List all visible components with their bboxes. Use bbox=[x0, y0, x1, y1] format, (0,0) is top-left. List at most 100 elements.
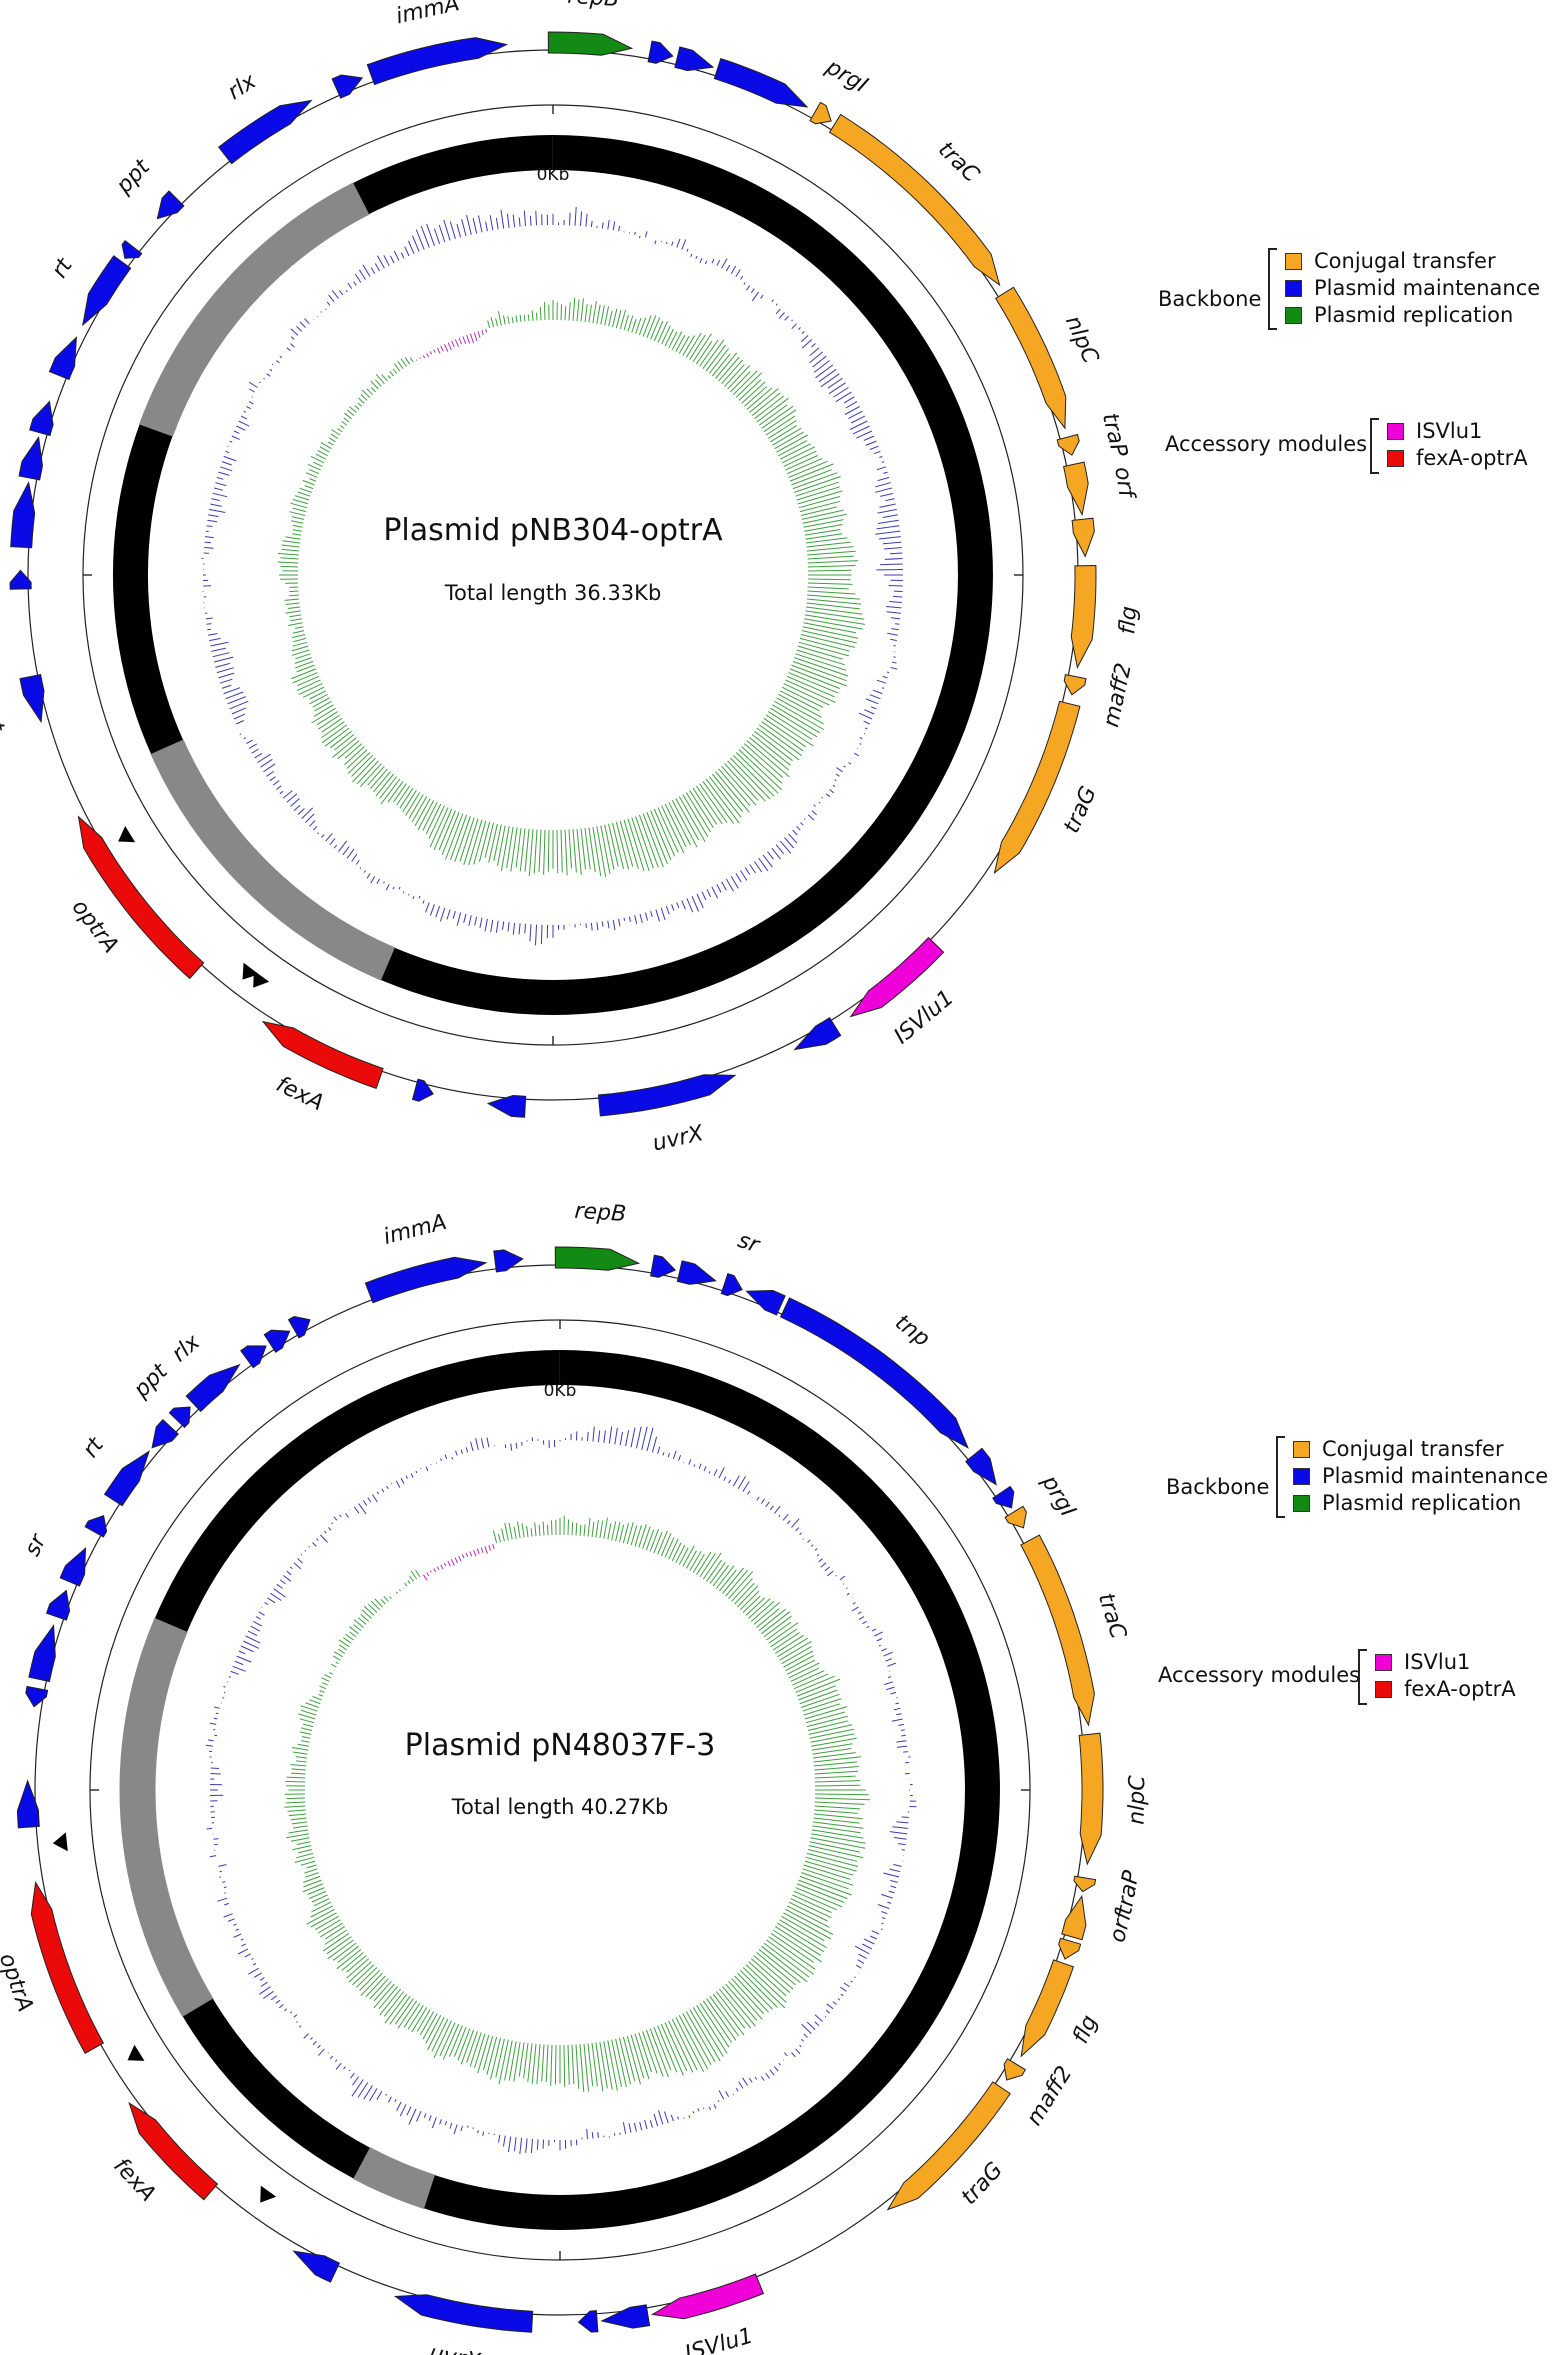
gc-skew-bar bbox=[394, 1998, 414, 2025]
gc-content-bar bbox=[213, 487, 224, 491]
gc-content-bar bbox=[697, 2108, 700, 2112]
gc-content-bar bbox=[363, 870, 366, 873]
gc-skew-bar bbox=[523, 2042, 529, 2079]
gc-content-bar bbox=[250, 1625, 261, 1632]
gc-skew-bar bbox=[291, 634, 306, 639]
gc-skew-bar bbox=[649, 2028, 669, 2078]
gc-skew-bar bbox=[361, 389, 371, 398]
swatch-conjugal bbox=[1293, 1440, 1310, 1458]
gc-content-bar bbox=[228, 1676, 231, 1678]
gc-content-bar bbox=[877, 508, 897, 514]
accessory-ring-arc bbox=[139, 182, 370, 437]
gc-content-bar bbox=[880, 1928, 883, 1931]
gc-content-bar bbox=[891, 628, 899, 631]
gc-skew-bar bbox=[811, 1833, 866, 1844]
gc-content-bar bbox=[852, 425, 870, 435]
gc-skew-bar bbox=[768, 420, 797, 439]
gc-content-bar bbox=[363, 2085, 373, 2100]
gene-label: prgI bbox=[1036, 1470, 1080, 1521]
gc-skew-bar bbox=[664, 1537, 675, 1558]
gc-skew-bar bbox=[805, 1711, 845, 1724]
gc-content-bar bbox=[607, 920, 610, 929]
gc-skew-bar bbox=[518, 2042, 525, 2077]
gc-content-bar bbox=[783, 2052, 788, 2057]
gc-skew-bar bbox=[315, 1915, 339, 1931]
gc-content-bar bbox=[644, 912, 648, 921]
gc-content-bar bbox=[357, 2082, 369, 2098]
gc-content-bar bbox=[248, 1967, 259, 1975]
scale-ring bbox=[82, 104, 1024, 1046]
gc-content-bar bbox=[858, 1616, 865, 1620]
gc-skew-bar bbox=[783, 683, 830, 706]
gc-content-bar bbox=[480, 1438, 485, 1449]
gc-skew-bar bbox=[314, 700, 332, 712]
gc-skew-bar bbox=[307, 463, 321, 471]
gc-skew-bar bbox=[792, 472, 838, 490]
gc-skew-bar bbox=[812, 1752, 856, 1759]
gc-content-bar bbox=[366, 873, 371, 879]
gc-content-bar bbox=[814, 1548, 818, 1551]
gc-content-bar bbox=[834, 779, 837, 782]
gc-skew-bar bbox=[378, 1986, 398, 2010]
gc-skew-bar bbox=[675, 334, 686, 352]
gene-label: maff2 bbox=[1022, 2062, 1078, 2130]
gc-skew-bar bbox=[381, 374, 388, 382]
gc-skew-bar bbox=[592, 301, 597, 324]
gc-skew-bar bbox=[805, 610, 865, 620]
gc-skew-bar bbox=[772, 427, 802, 446]
gc-content-bar bbox=[267, 1597, 276, 1604]
gc-skew-bar bbox=[313, 1898, 330, 1907]
gc-content-bar bbox=[630, 1427, 636, 1448]
gc-skew-bar bbox=[712, 773, 743, 812]
gc-skew-bar bbox=[296, 1841, 311, 1845]
outer-ring bbox=[27, 49, 1079, 1101]
gc-skew-bar bbox=[466, 2031, 478, 2063]
gc-content-bar bbox=[296, 2021, 298, 2023]
gene-arrow-sr bbox=[18, 435, 44, 481]
gc-skew-bar bbox=[604, 824, 615, 870]
gc-skew-bar bbox=[807, 586, 849, 590]
gc-skew-bar bbox=[791, 664, 847, 687]
gc-content-bar bbox=[875, 530, 901, 535]
gc-content-bar bbox=[778, 1514, 781, 1518]
gc-content-bar bbox=[230, 1670, 239, 1675]
gc-content-bar bbox=[253, 1620, 263, 1627]
gc-content-bar bbox=[331, 1522, 334, 1525]
gc-content-bar bbox=[321, 834, 325, 838]
gc-content-bar bbox=[390, 1483, 393, 1485]
gc-content-bar bbox=[308, 1546, 310, 1548]
gc-content-bar bbox=[881, 1922, 884, 1925]
gc-content-bar bbox=[449, 221, 456, 240]
gc-content-bar bbox=[678, 1455, 681, 1461]
gc-skew-bar bbox=[814, 1784, 861, 1787]
gc-content-bar bbox=[290, 328, 299, 336]
gc-skew-bar bbox=[523, 314, 526, 322]
gene-label: fexA bbox=[272, 1072, 327, 1116]
gc-content-bar bbox=[840, 1993, 844, 1997]
gene-arrow-orf36 bbox=[151, 1418, 179, 1449]
gc-content-bar bbox=[639, 2121, 643, 2131]
gc-content-bar bbox=[385, 2093, 388, 2096]
gc-content-bar bbox=[900, 1729, 905, 1731]
legend-label: fexA-optrA bbox=[1416, 446, 1528, 470]
gc-content-bar bbox=[839, 1575, 846, 1581]
gc-skew-bar bbox=[324, 727, 350, 747]
gc-skew-bar bbox=[318, 714, 341, 730]
marker-triangle bbox=[260, 2185, 277, 2203]
gc-content-bar bbox=[665, 241, 668, 245]
gene-arrow-flg bbox=[1070, 564, 1097, 669]
gc-content-bar bbox=[207, 519, 218, 523]
gc-skew-bar bbox=[675, 798, 700, 841]
gc-skew-bar bbox=[392, 368, 398, 374]
gc-skew-bar bbox=[454, 339, 459, 347]
gc-skew-bar bbox=[709, 1562, 726, 1584]
gc-content-bar bbox=[816, 1554, 820, 1557]
gc-content-bar bbox=[848, 410, 863, 420]
gc-skew-bar bbox=[476, 1548, 480, 1555]
gc-skew-bar bbox=[301, 1740, 310, 1743]
gc-content-bar bbox=[814, 2014, 823, 2022]
gene-label: repB bbox=[574, 1199, 627, 1228]
gc-skew-bar bbox=[289, 511, 306, 516]
gc-content-bar bbox=[518, 217, 521, 227]
gc-skew-bar bbox=[445, 813, 464, 860]
